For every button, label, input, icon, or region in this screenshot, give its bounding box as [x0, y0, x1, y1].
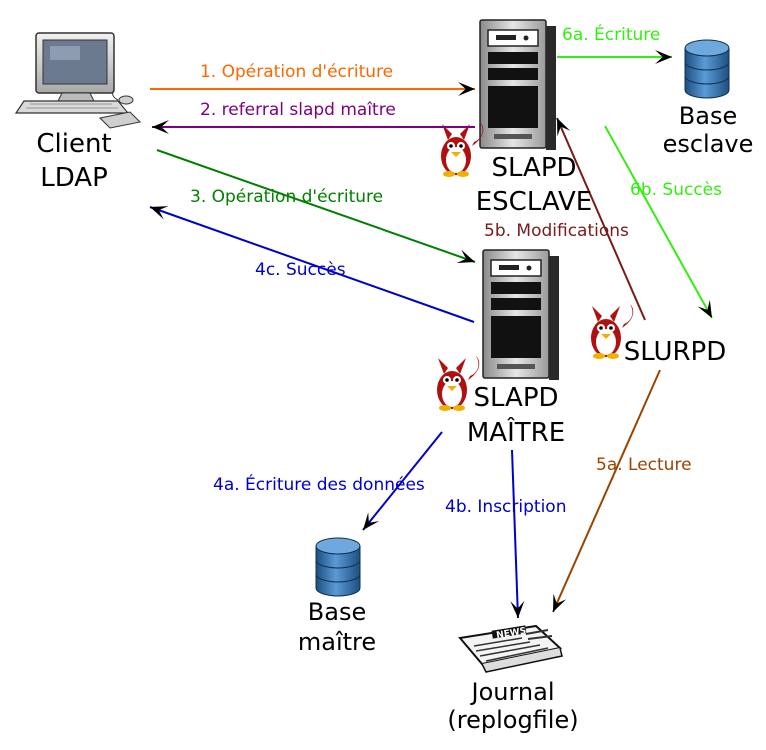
- master-server-tower-icon: [482, 249, 560, 381]
- journal-label-line2: (replogfile): [447, 706, 578, 734]
- journal-newspaper-icon: NEWS: [458, 624, 563, 673]
- edge-4c-success: [149, 206, 475, 323]
- edge-6b-success: [604, 125, 713, 319]
- edge-4b-label: 4b. Inscription: [445, 497, 566, 517]
- arrowhead-e2: [152, 120, 169, 134]
- edge-4b-inscription: [511, 449, 519, 619]
- edge-1-label: 1. Opération d'écriture: [200, 62, 393, 82]
- arrowhead-e6a: [655, 50, 672, 64]
- edge-3-write-operation: [156, 149, 476, 263]
- edge-4a-data-write: [362, 431, 443, 531]
- arrowhead-e4c: [150, 206, 169, 220]
- node-labels: Client LDAP SLAPD ESCLAVE SLAPD MAÎTRE B…: [36, 102, 753, 734]
- client-label-line2: LDAP: [40, 163, 108, 193]
- slave-database-icon: [684, 39, 730, 99]
- edges: [149, 56, 713, 619]
- slave-db-label-line2: esclave: [663, 130, 754, 158]
- edge-3-label: 3. Opération d'écriture: [190, 187, 383, 207]
- edge-5a-label: 5a. Lecture: [596, 455, 692, 475]
- arrowhead-e4b: [510, 600, 525, 618]
- journal-label-line1: Journal: [469, 678, 554, 706]
- arrowhead-e4a: [363, 512, 380, 530]
- edge-6b-label: 6b. Succès: [630, 180, 722, 200]
- master-db-label-line2: maître: [298, 628, 376, 656]
- master-database-icon: [315, 537, 361, 597]
- master-db-label-line1: Base: [308, 598, 366, 626]
- edge-6a-label: 6a. Écriture: [562, 23, 660, 45]
- arrowheads: [150, 50, 712, 618]
- edge-2-label: 2. referral slapd maître: [200, 100, 396, 120]
- slave-db-label-line1: Base: [679, 102, 737, 130]
- slave-server-label-line2: ESCLAVE: [476, 187, 593, 217]
- edge-labels: 1. Opération d'écriture 2. referral slap…: [190, 23, 722, 517]
- master-server-label-line1: SLAPD: [473, 383, 558, 413]
- slurpd-label: SLURPD: [624, 337, 727, 367]
- arrowhead-e5a: [553, 593, 567, 612]
- edge-5b-label: 5b. Modifications: [484, 221, 629, 241]
- client-computer-icon: [14, 32, 142, 129]
- edge-5a-read: [552, 369, 661, 613]
- edge-4c-label: 4c. Succès: [255, 260, 346, 280]
- edge-4a-label: 4a. Écriture des données: [213, 473, 425, 495]
- slave-server-tower-icon: [479, 19, 557, 151]
- client-label-line1: Client: [36, 129, 111, 159]
- slave-tux-icon: [441, 122, 484, 177]
- arrowhead-e3: [456, 249, 475, 263]
- edge-5b-modifications: [556, 117, 646, 321]
- master-server-label-line2: MAÎTRE: [467, 416, 565, 448]
- newspaper-title: NEWS: [496, 626, 527, 641]
- slave-server-label-line1: SLAPD: [491, 153, 576, 183]
- arrowhead-e6b: [697, 299, 712, 318]
- arrowhead-e1: [458, 82, 475, 96]
- arrowhead-e5b: [557, 118, 571, 137]
